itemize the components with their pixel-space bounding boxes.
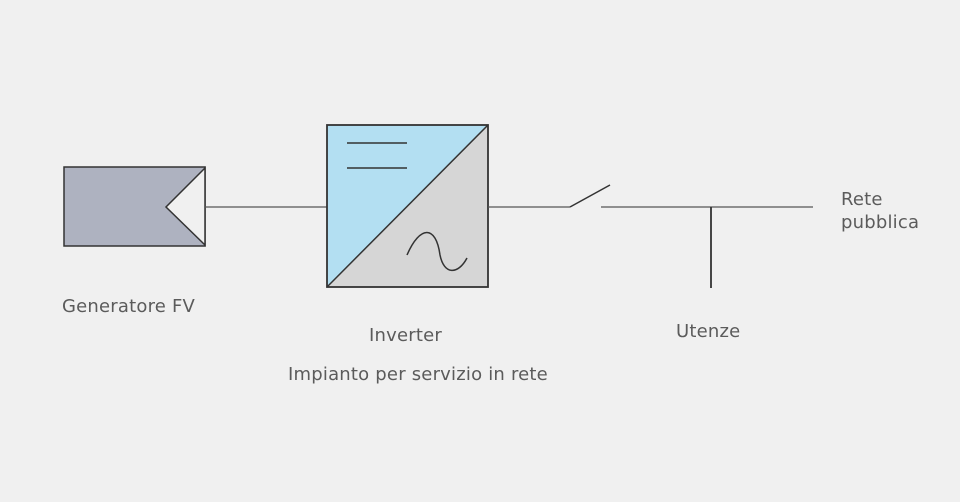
inverter-symbol [326,124,489,288]
pv-generator-symbol [63,166,206,247]
ac-sine-icon [406,232,468,272]
inverter-label: Inverter [369,325,442,346]
public-grid-label: Rete pubblica [841,188,919,234]
generator-label: Generatore FV [62,296,196,317]
public-grid-label-line1: Rete [841,189,883,210]
diagram-caption: Impianto per servizio in rete [288,364,548,385]
switch-icon [569,184,611,208]
dc-symbol-icon [347,142,407,169]
loads-label: Utenze [676,321,741,342]
public-grid-label-line2: pubblica [841,212,920,233]
